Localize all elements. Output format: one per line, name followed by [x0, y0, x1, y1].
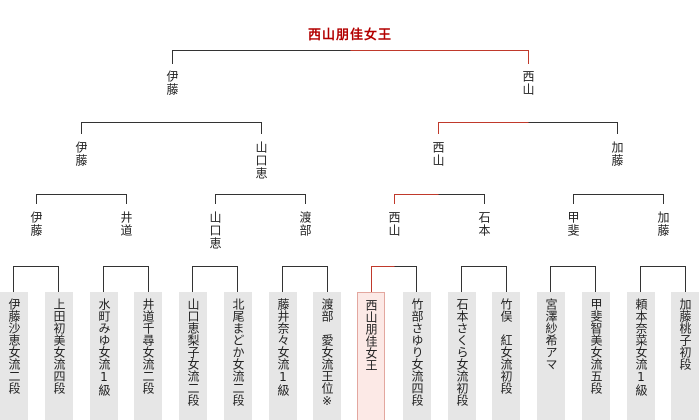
player-name: 上田初美女流四段: [52, 298, 66, 394]
champion-title: 西山朋佳女王: [307, 28, 392, 43]
player-name: 水町みゆ女流1級: [97, 298, 111, 396]
player-name: 宮澤紗希アマ: [544, 298, 558, 370]
round2-name-1: 伊藤: [29, 211, 43, 237]
player-box: 井道千尋女流二段: [134, 292, 162, 420]
player-name: 竹部さゆり女流四段: [410, 298, 424, 406]
player-box: 石本さくら女流初段: [448, 292, 476, 420]
quarterfinal-name-1: 伊藤: [74, 141, 88, 167]
semifinal-name-1: 伊藤: [165, 70, 179, 96]
player-box: 頼本奈菜女流1級: [627, 292, 655, 420]
player-box: 加藤桃子初段: [671, 292, 699, 420]
bracket-line: [215, 194, 306, 204]
round2-name-6: 石本: [477, 211, 491, 237]
quarterfinal-name-2: 山口恵: [254, 141, 268, 180]
player-box-champion: 西山朋佳女王: [357, 292, 385, 420]
round2-name-4: 渡部: [298, 211, 312, 237]
bracket-line: [192, 266, 238, 292]
player-name: 山口恵梨子女流二段: [186, 298, 200, 406]
player-name: 伊藤沙恵女流二段: [7, 298, 21, 394]
player-name: 藤井奈々女流1級: [276, 298, 290, 396]
player-name: 渡部 愛女流王位※: [320, 298, 334, 408]
round2-name-3: 山口恵: [208, 211, 222, 250]
winner-line: [350, 50, 529, 64]
bracket-line: [81, 122, 262, 134]
player-name: 甲斐智美女流五段: [589, 298, 603, 394]
player-box: 竹俣 紅女流初段: [492, 292, 520, 420]
player-box: 宮澤紗希アマ: [537, 292, 565, 420]
round2-name-2: 井道: [119, 211, 133, 237]
bracket-line: [172, 50, 351, 64]
player-box: 山口恵梨子女流二段: [179, 292, 207, 420]
semifinal-name-2: 西山: [521, 70, 535, 96]
bracket-line: [13, 266, 59, 292]
bracket-line: [103, 266, 149, 292]
player-box: 北尾まどか女流二段: [224, 292, 252, 420]
player-name: 竹俣 紅女流初段: [499, 298, 513, 394]
round2-name-7: 甲斐: [566, 211, 580, 237]
player-box: 渡部 愛女流王位※: [313, 292, 341, 420]
player-box: 甲斐智美女流五段: [582, 292, 610, 420]
bracket-line: [438, 194, 485, 204]
player-name: 北尾まどか女流二段: [231, 298, 245, 406]
player-name: 井道千尋女流二段: [141, 298, 155, 394]
player-box: 藤井奈々女流1級: [269, 292, 297, 420]
bracket-line: [461, 266, 507, 292]
bracket-line: [282, 266, 328, 292]
player-box: 伊藤沙恵女流二段: [0, 292, 28, 420]
player-name: 石本さくら女流初段: [455, 298, 469, 406]
bracket-line: [36, 194, 127, 204]
player-box: 上田初美女流四段: [45, 292, 73, 420]
round2-name-8: 加藤: [656, 211, 670, 237]
bracket-line: [550, 266, 596, 292]
winner-line: [438, 122, 529, 134]
bracket-line: [573, 194, 664, 204]
round2-name-5: 西山: [387, 211, 401, 237]
quarterfinal-name-3: 西山: [431, 141, 445, 167]
bracket-line: [528, 122, 618, 134]
player-box: 竹部さゆり女流四段: [403, 292, 431, 420]
player-box: 水町みゆ女流1級: [90, 292, 118, 420]
player-name: 加藤桃子初段: [678, 298, 692, 370]
quarterfinal-name-4: 加藤: [610, 141, 624, 167]
bracket-line: [640, 266, 686, 292]
player-name: 頼本奈菜女流1級: [634, 298, 648, 396]
winner-line: [394, 194, 439, 204]
player-name: 西山朋佳女王: [364, 299, 378, 371]
bracket-line: [394, 266, 417, 292]
winner-line: [371, 266, 395, 292]
